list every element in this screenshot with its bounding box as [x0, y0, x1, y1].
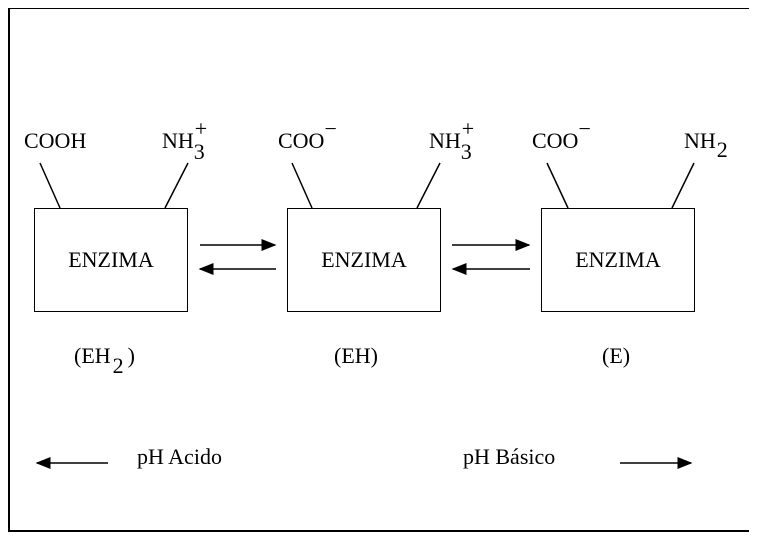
- enzyme-1-right-group: NH+3: [162, 116, 208, 164]
- enzyme-3-left-bond: [546, 162, 569, 209]
- enzyme-1-box: ENZIMA: [34, 208, 188, 312]
- enzyme-3-label: ENZIMA: [575, 247, 661, 272]
- enzyme-2-right-group: NH+3: [429, 116, 475, 164]
- enzyme-3-box: ENZIMA: [541, 208, 695, 312]
- enzyme-2-left-group: COO−: [278, 116, 337, 153]
- enzyme-2-state: (EH): [334, 343, 378, 368]
- ph-basic-label: pH Básico: [463, 444, 556, 469]
- diagram-frame: [8, 8, 749, 532]
- enzyme-1-label: ENZIMA: [68, 247, 154, 272]
- enzyme-3-left-group: COO−: [532, 116, 591, 153]
- enzyme-2-box: ENZIMA: [287, 208, 441, 312]
- enzyme-2-left-bond: [291, 162, 313, 209]
- enzyme-1-right-bond: [164, 162, 189, 209]
- enzyme-2-label: ENZIMA: [321, 247, 407, 272]
- enzyme-1-left-bond: [39, 162, 61, 209]
- enzyme-3-state: (E): [602, 343, 631, 368]
- enzyme-3-right-group: NH2: [684, 128, 728, 162]
- enzyme-1-state: (EH2): [74, 343, 135, 378]
- enzyme-1-left-group: COOH: [24, 128, 87, 153]
- ph-acid-label: pH Acido: [137, 444, 222, 469]
- enzyme-3-right-bond: [671, 162, 695, 209]
- enzyme-2-right-bond: [416, 162, 441, 209]
